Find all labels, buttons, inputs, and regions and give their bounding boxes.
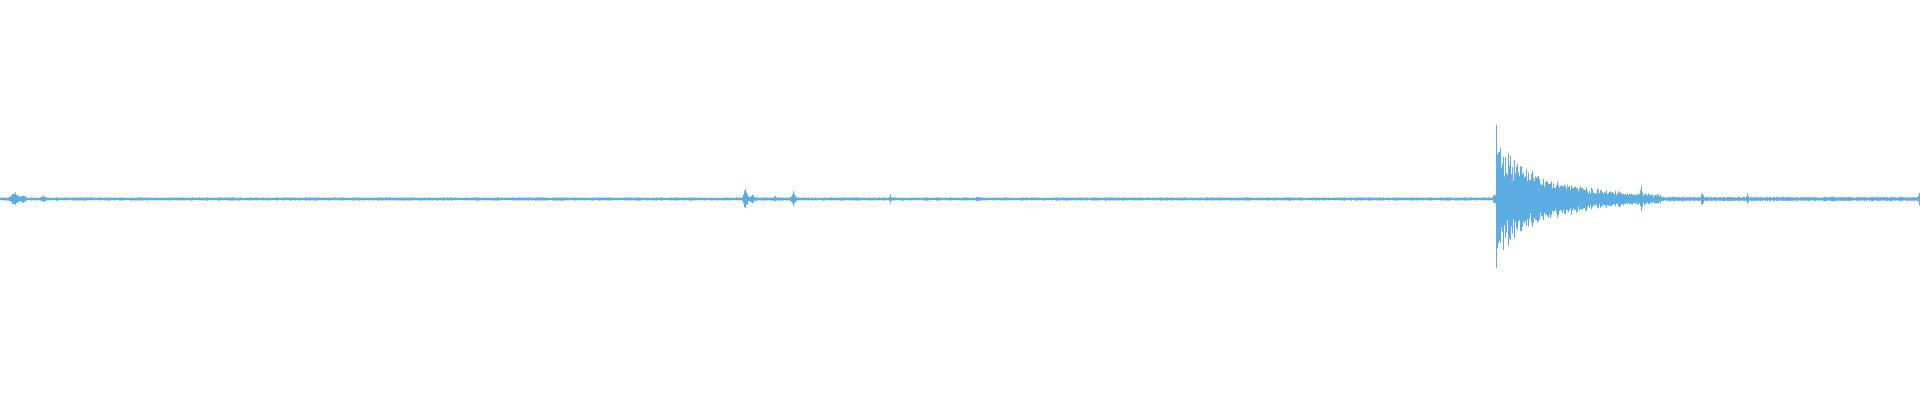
waveform-trace bbox=[0, 124, 1920, 269]
